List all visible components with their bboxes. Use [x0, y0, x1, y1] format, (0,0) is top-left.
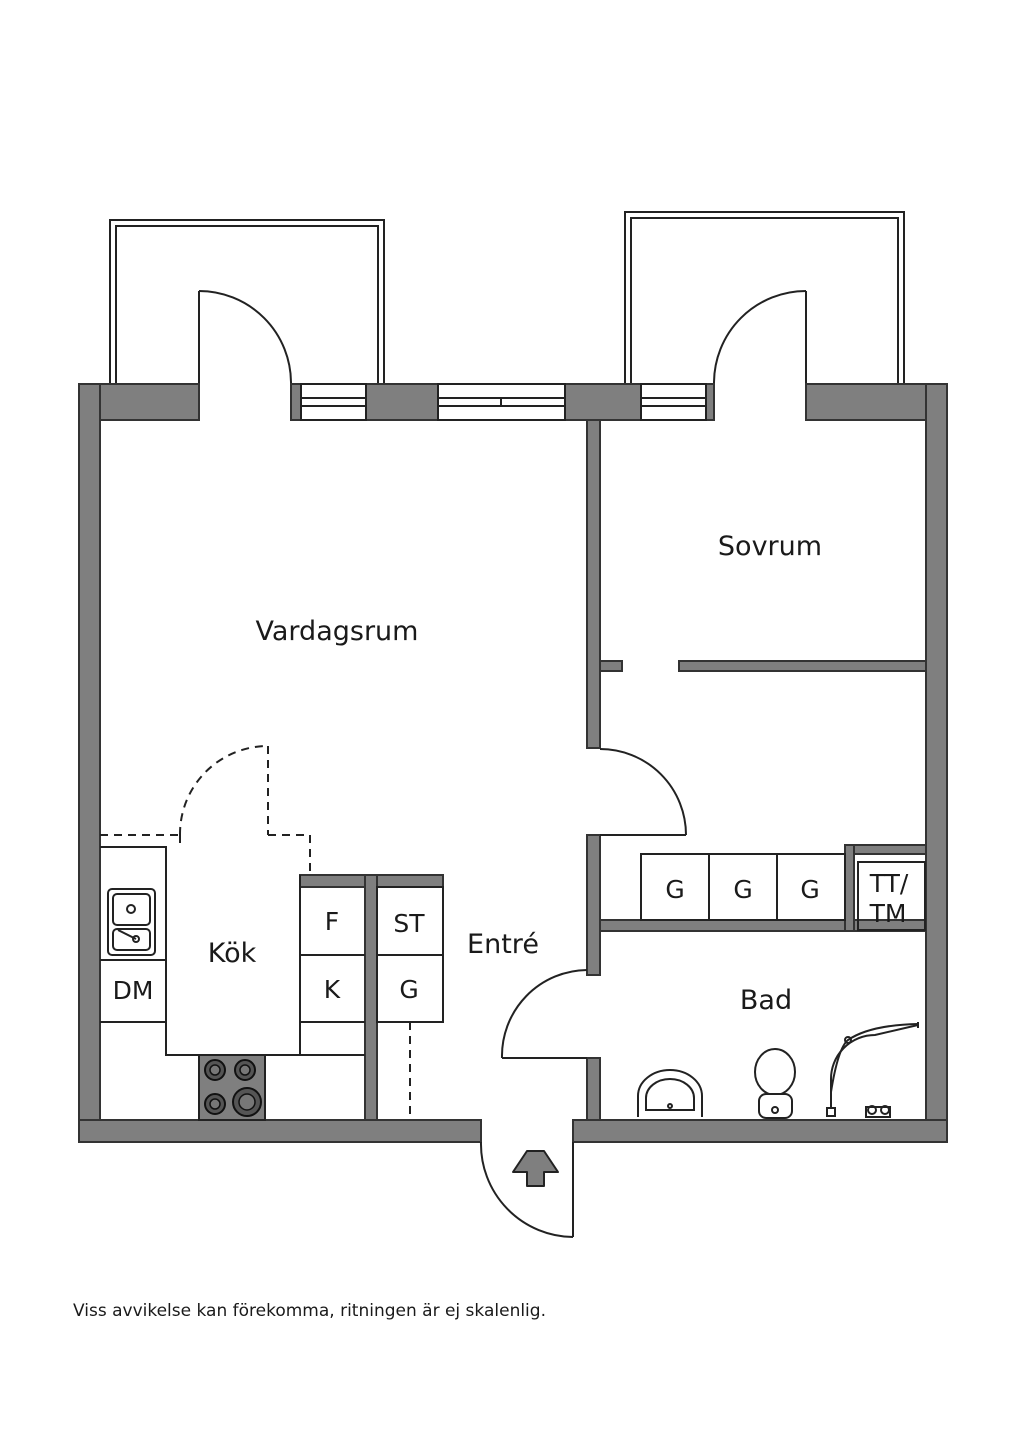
label-dishwasher: DM — [113, 976, 154, 1005]
label-wardrobe-3: G — [800, 875, 819, 904]
door-bath — [500, 969, 588, 1059]
window-bedroom — [640, 383, 707, 421]
washbasin-icon — [637, 1069, 703, 1117]
label-freezer: K — [324, 975, 341, 1004]
kitchen-counter — [100, 846, 365, 1056]
label-wardrobe-1: G — [665, 875, 684, 904]
shower-icon — [826, 1022, 919, 1118]
wardrobe-boxes — [640, 853, 926, 931]
room-label-entry: Entré — [467, 929, 539, 960]
label-laundry-top: TT/ — [869, 869, 909, 898]
stove-icon — [198, 1054, 266, 1121]
label-closet-hall: G — [399, 975, 418, 1004]
interior-walls — [299, 419, 927, 1121]
window-living-center — [437, 383, 566, 421]
label-wardrobe-2: G — [733, 875, 752, 904]
entrance-arrow-icon — [512, 1150, 559, 1187]
sink-icon — [107, 888, 156, 956]
exterior-walls — [78, 383, 948, 1143]
toilet-icon — [754, 1048, 796, 1119]
label-storage: ST — [393, 909, 425, 938]
room-label-living: Vardagsrum — [256, 616, 419, 647]
room-label-bedroom: Sovrum — [718, 531, 822, 562]
balcony-door-right — [713, 290, 807, 420]
balcony-right — [624, 211, 905, 384]
balcony-left — [109, 219, 385, 384]
door-entrance — [479, 1141, 574, 1238]
balcony-door-left — [198, 290, 292, 420]
room-label-kitchen: Kök — [208, 938, 257, 969]
room-label-bath: Bad — [740, 985, 792, 1016]
disclaimer-text: Viss avvikelse kan förekomma, ritningen … — [73, 1301, 546, 1321]
window-living-left — [300, 383, 367, 421]
appliance-boxes — [300, 886, 444, 1023]
label-fridge: F — [325, 907, 339, 936]
label-laundry-bottom: TM — [869, 899, 907, 928]
pantry-door-dashed — [100, 745, 411, 1120]
door-bedroom — [599, 748, 687, 836]
